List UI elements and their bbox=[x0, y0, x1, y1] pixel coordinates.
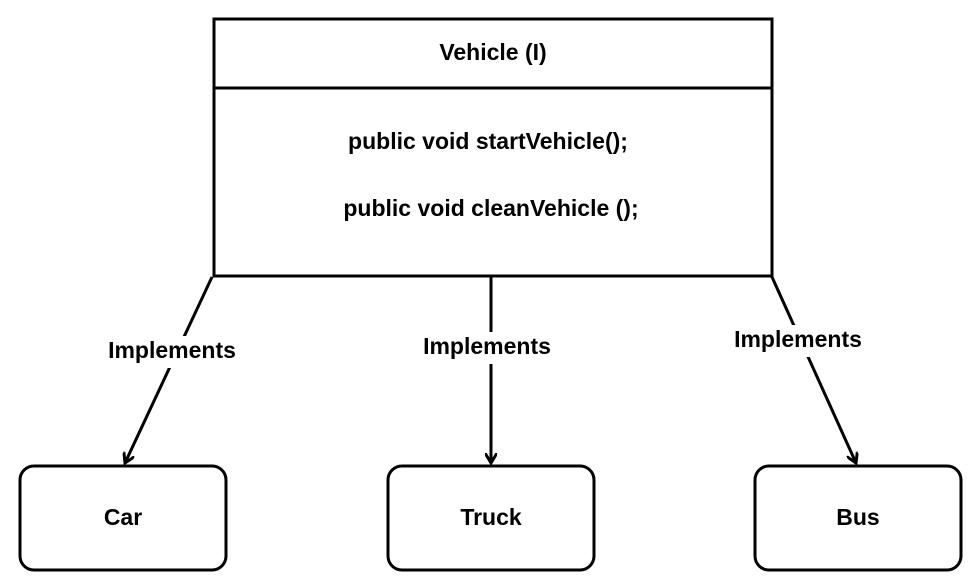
class-bus-label: Bus bbox=[836, 504, 879, 530]
class-car: Car bbox=[18, 464, 228, 572]
class-truck-box bbox=[386, 464, 596, 572]
class-truck: Truck bbox=[386, 464, 596, 572]
class-bus: Bus bbox=[753, 464, 963, 572]
arrow-to-car bbox=[125, 276, 214, 463]
interface-method-start: public void startVehicle(); bbox=[348, 128, 628, 154]
class-car-label: Car bbox=[104, 504, 142, 530]
implements-label-bus: Implements bbox=[734, 326, 862, 352]
class-bus-box bbox=[753, 464, 963, 572]
class-truck-label: Truck bbox=[460, 504, 522, 530]
implements-label-car: Implements bbox=[108, 337, 236, 363]
arrow-to-bus bbox=[770, 276, 856, 463]
interface-body bbox=[212, 86, 774, 278]
class-car-box bbox=[18, 464, 228, 572]
interface-method-clean: public void cleanVehicle (); bbox=[343, 195, 638, 221]
implements-label-truck: Implements bbox=[423, 333, 551, 359]
interface-title: Vehicle (I) bbox=[439, 39, 546, 65]
interface-box: Vehicle (I) public void startVehicle(); … bbox=[212, 17, 774, 278]
interface-header bbox=[212, 17, 774, 90]
